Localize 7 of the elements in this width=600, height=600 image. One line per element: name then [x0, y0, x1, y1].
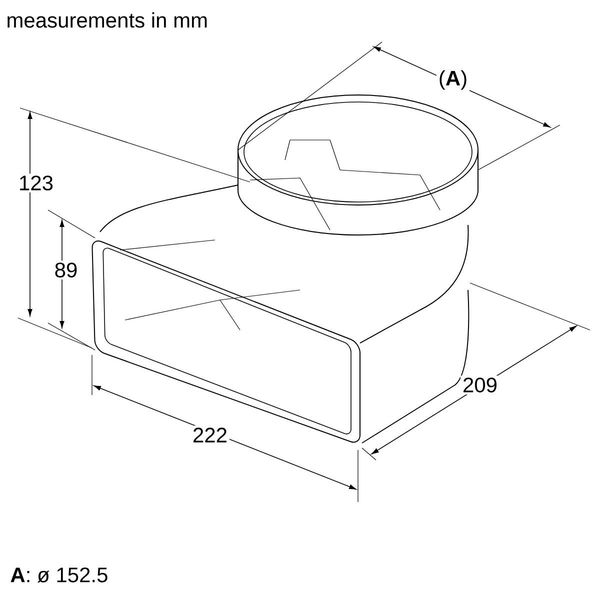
dimension-label: 209: [460, 376, 500, 394]
dimension-label: 89: [52, 260, 80, 280]
dimension-label: (A): [436, 68, 470, 92]
note-text: A: ø 152.5: [8, 565, 110, 585]
title-text: measurements in mm: [8, 12, 207, 28]
dimension-label: 222: [190, 426, 230, 444]
dimension-label: 123: [16, 174, 56, 192]
